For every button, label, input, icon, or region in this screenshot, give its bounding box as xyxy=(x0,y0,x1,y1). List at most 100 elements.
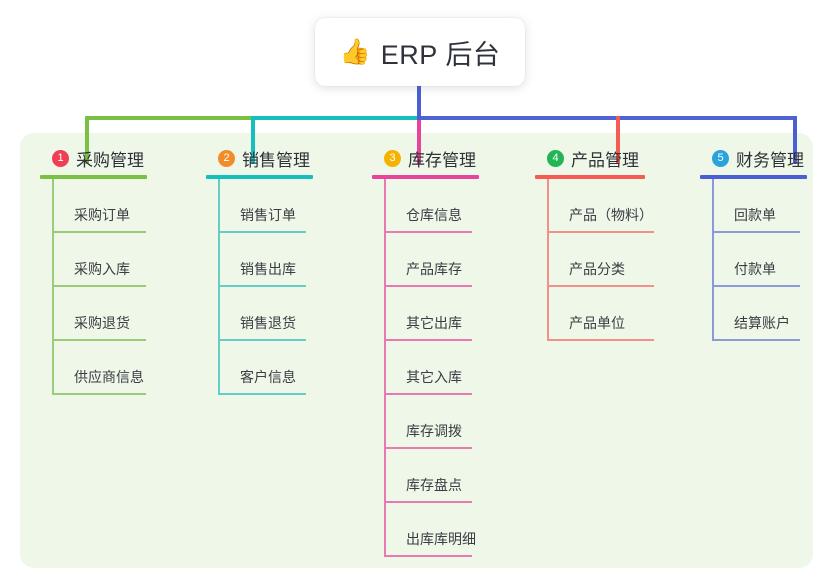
branch-header-purchase[interactable]: 1 采购管理 xyxy=(40,146,190,170)
branch-item[interactable]: 销售出库 xyxy=(218,233,356,287)
green-segment xyxy=(87,116,255,120)
root-node-erp-backend[interactable]: 👍 ERP 后台 xyxy=(315,18,525,86)
branch-header-rule xyxy=(206,175,313,179)
branch-header-rule xyxy=(372,175,479,179)
branch-item-label: 仓库信息 xyxy=(406,207,462,223)
branch-item[interactable]: 库存调拨 xyxy=(384,395,532,449)
branch-item-rule xyxy=(218,231,306,233)
branch-item-label: 回款单 xyxy=(734,207,776,223)
teal-segment xyxy=(253,116,421,120)
branch-number-badge: 2 xyxy=(218,149,235,167)
branch-item[interactable]: 客户信息 xyxy=(218,341,356,395)
branch-item[interactable]: 销售订单 xyxy=(218,179,356,233)
branch-item-label: 客户信息 xyxy=(240,369,296,385)
branch-item[interactable]: 回款单 xyxy=(712,179,839,233)
branch-item[interactable]: 采购退货 xyxy=(52,287,190,341)
branch-item-label: 销售出库 xyxy=(240,261,296,277)
drop-sales xyxy=(251,116,255,164)
branch-item-label: 供应商信息 xyxy=(74,369,144,385)
branch-header-finance[interactable]: 5 财务管理 xyxy=(700,146,839,170)
branch-spine xyxy=(384,179,386,557)
branch-header-sales[interactable]: 2 销售管理 xyxy=(206,146,356,170)
branch-items-purchase: 采购订单采购入库采购退货供应商信息 xyxy=(52,179,190,395)
branch-title: 采购管理 xyxy=(76,150,144,170)
blue-segment xyxy=(419,116,797,120)
root-stem-connector xyxy=(417,86,421,120)
branch-item-rule xyxy=(547,231,654,233)
branch-column-purchase: 1 采购管理采购订单采购入库采购退货供应商信息 xyxy=(40,146,190,395)
branch-item-rule xyxy=(218,339,306,341)
branch-item-label: 销售退货 xyxy=(240,315,296,331)
branch-title: 产品管理 xyxy=(571,150,639,170)
branch-item-label: 出库库明细 xyxy=(406,531,476,547)
branch-item-rule xyxy=(547,339,654,341)
branch-item-rule xyxy=(52,285,146,287)
branch-item-rule xyxy=(384,285,472,287)
branch-item[interactable]: 供应商信息 xyxy=(52,341,190,395)
branch-number-badge: 4 xyxy=(547,149,564,167)
branch-title: 库存管理 xyxy=(408,150,476,170)
branch-item-rule xyxy=(712,231,800,233)
branch-item-label: 库存调拨 xyxy=(406,423,462,439)
branch-number-badge: 3 xyxy=(384,149,401,167)
branch-title: 财务管理 xyxy=(736,150,804,170)
drop-product xyxy=(616,116,620,164)
branch-number-badge: 1 xyxy=(52,149,69,167)
branch-items-sales: 销售订单销售出库销售退货客户信息 xyxy=(218,179,356,395)
branch-item[interactable]: 产品库存 xyxy=(384,233,532,287)
branch-item[interactable]: 库存盘点 xyxy=(384,449,532,503)
branch-item[interactable]: 销售退货 xyxy=(218,287,356,341)
branch-item-label: 其它入库 xyxy=(406,369,462,385)
branch-item[interactable]: 结算账户 xyxy=(712,287,839,341)
branch-spine xyxy=(218,179,220,395)
branch-item[interactable]: 产品（物料） xyxy=(547,179,695,233)
branch-item[interactable]: 仓库信息 xyxy=(384,179,532,233)
branch-item-label: 采购退货 xyxy=(74,315,130,331)
branch-item-rule xyxy=(712,285,800,287)
branch-item-rule xyxy=(52,231,146,233)
branch-item[interactable]: 采购入库 xyxy=(52,233,190,287)
branch-header-rule xyxy=(40,175,147,179)
branch-item-label: 其它出库 xyxy=(406,315,462,331)
branch-item-rule xyxy=(384,231,472,233)
branch-item-label: 采购订单 xyxy=(74,207,130,223)
branch-item-label: 库存盘点 xyxy=(406,477,462,493)
branch-spine xyxy=(52,179,54,395)
branch-item-rule xyxy=(52,339,146,341)
branch-number-badge: 5 xyxy=(712,149,729,167)
branch-item[interactable]: 采购订单 xyxy=(52,179,190,233)
branch-item-label: 产品（物料） xyxy=(569,207,653,223)
branch-item[interactable]: 其它出库 xyxy=(384,287,532,341)
branch-spine xyxy=(712,179,714,341)
branch-item[interactable]: 产品单位 xyxy=(547,287,695,341)
branch-column-product: 4 产品管理产品（物料） 产品分类产品单位 xyxy=(535,146,695,341)
branch-header-product[interactable]: 4 产品管理 xyxy=(535,146,695,170)
branch-item[interactable]: 出库库明细 xyxy=(384,503,532,557)
branch-column-inventory: 3 库存管理仓库信息产品库存其它出库其它入库库存调拨库存盘点出库库明细 xyxy=(372,146,532,557)
branch-item[interactable]: 产品分类 xyxy=(547,233,695,287)
branch-item-label: 付款单 xyxy=(734,261,776,277)
branch-item-rule xyxy=(384,555,472,557)
branch-item-label: 销售订单 xyxy=(240,207,296,223)
branch-item-rule xyxy=(384,501,472,503)
branch-item-label: 结算账户 xyxy=(734,315,790,331)
branch-item-label: 产品分类 xyxy=(569,261,625,277)
branch-item[interactable]: 其它入库 xyxy=(384,341,532,395)
branch-header-inventory[interactable]: 3 库存管理 xyxy=(372,146,532,170)
branch-items-inventory: 仓库信息产品库存其它出库其它入库库存调拨库存盘点出库库明细 xyxy=(384,179,532,557)
branch-item-label: 产品库存 xyxy=(406,261,462,277)
branch-item-rule xyxy=(384,339,472,341)
drop-inventory xyxy=(417,116,421,164)
drop-finance xyxy=(793,116,797,164)
branch-header-rule xyxy=(700,175,807,179)
branch-item-label: 产品单位 xyxy=(569,315,625,331)
branch-item-rule xyxy=(384,393,472,395)
branch-title: 销售管理 xyxy=(242,150,310,170)
branch-item-rule xyxy=(547,285,654,287)
branch-item-rule xyxy=(218,393,306,395)
drop-purchase xyxy=(85,116,89,164)
branch-header-rule xyxy=(535,175,645,179)
branch-item[interactable]: 付款单 xyxy=(712,233,839,287)
branch-item-rule xyxy=(52,393,146,395)
